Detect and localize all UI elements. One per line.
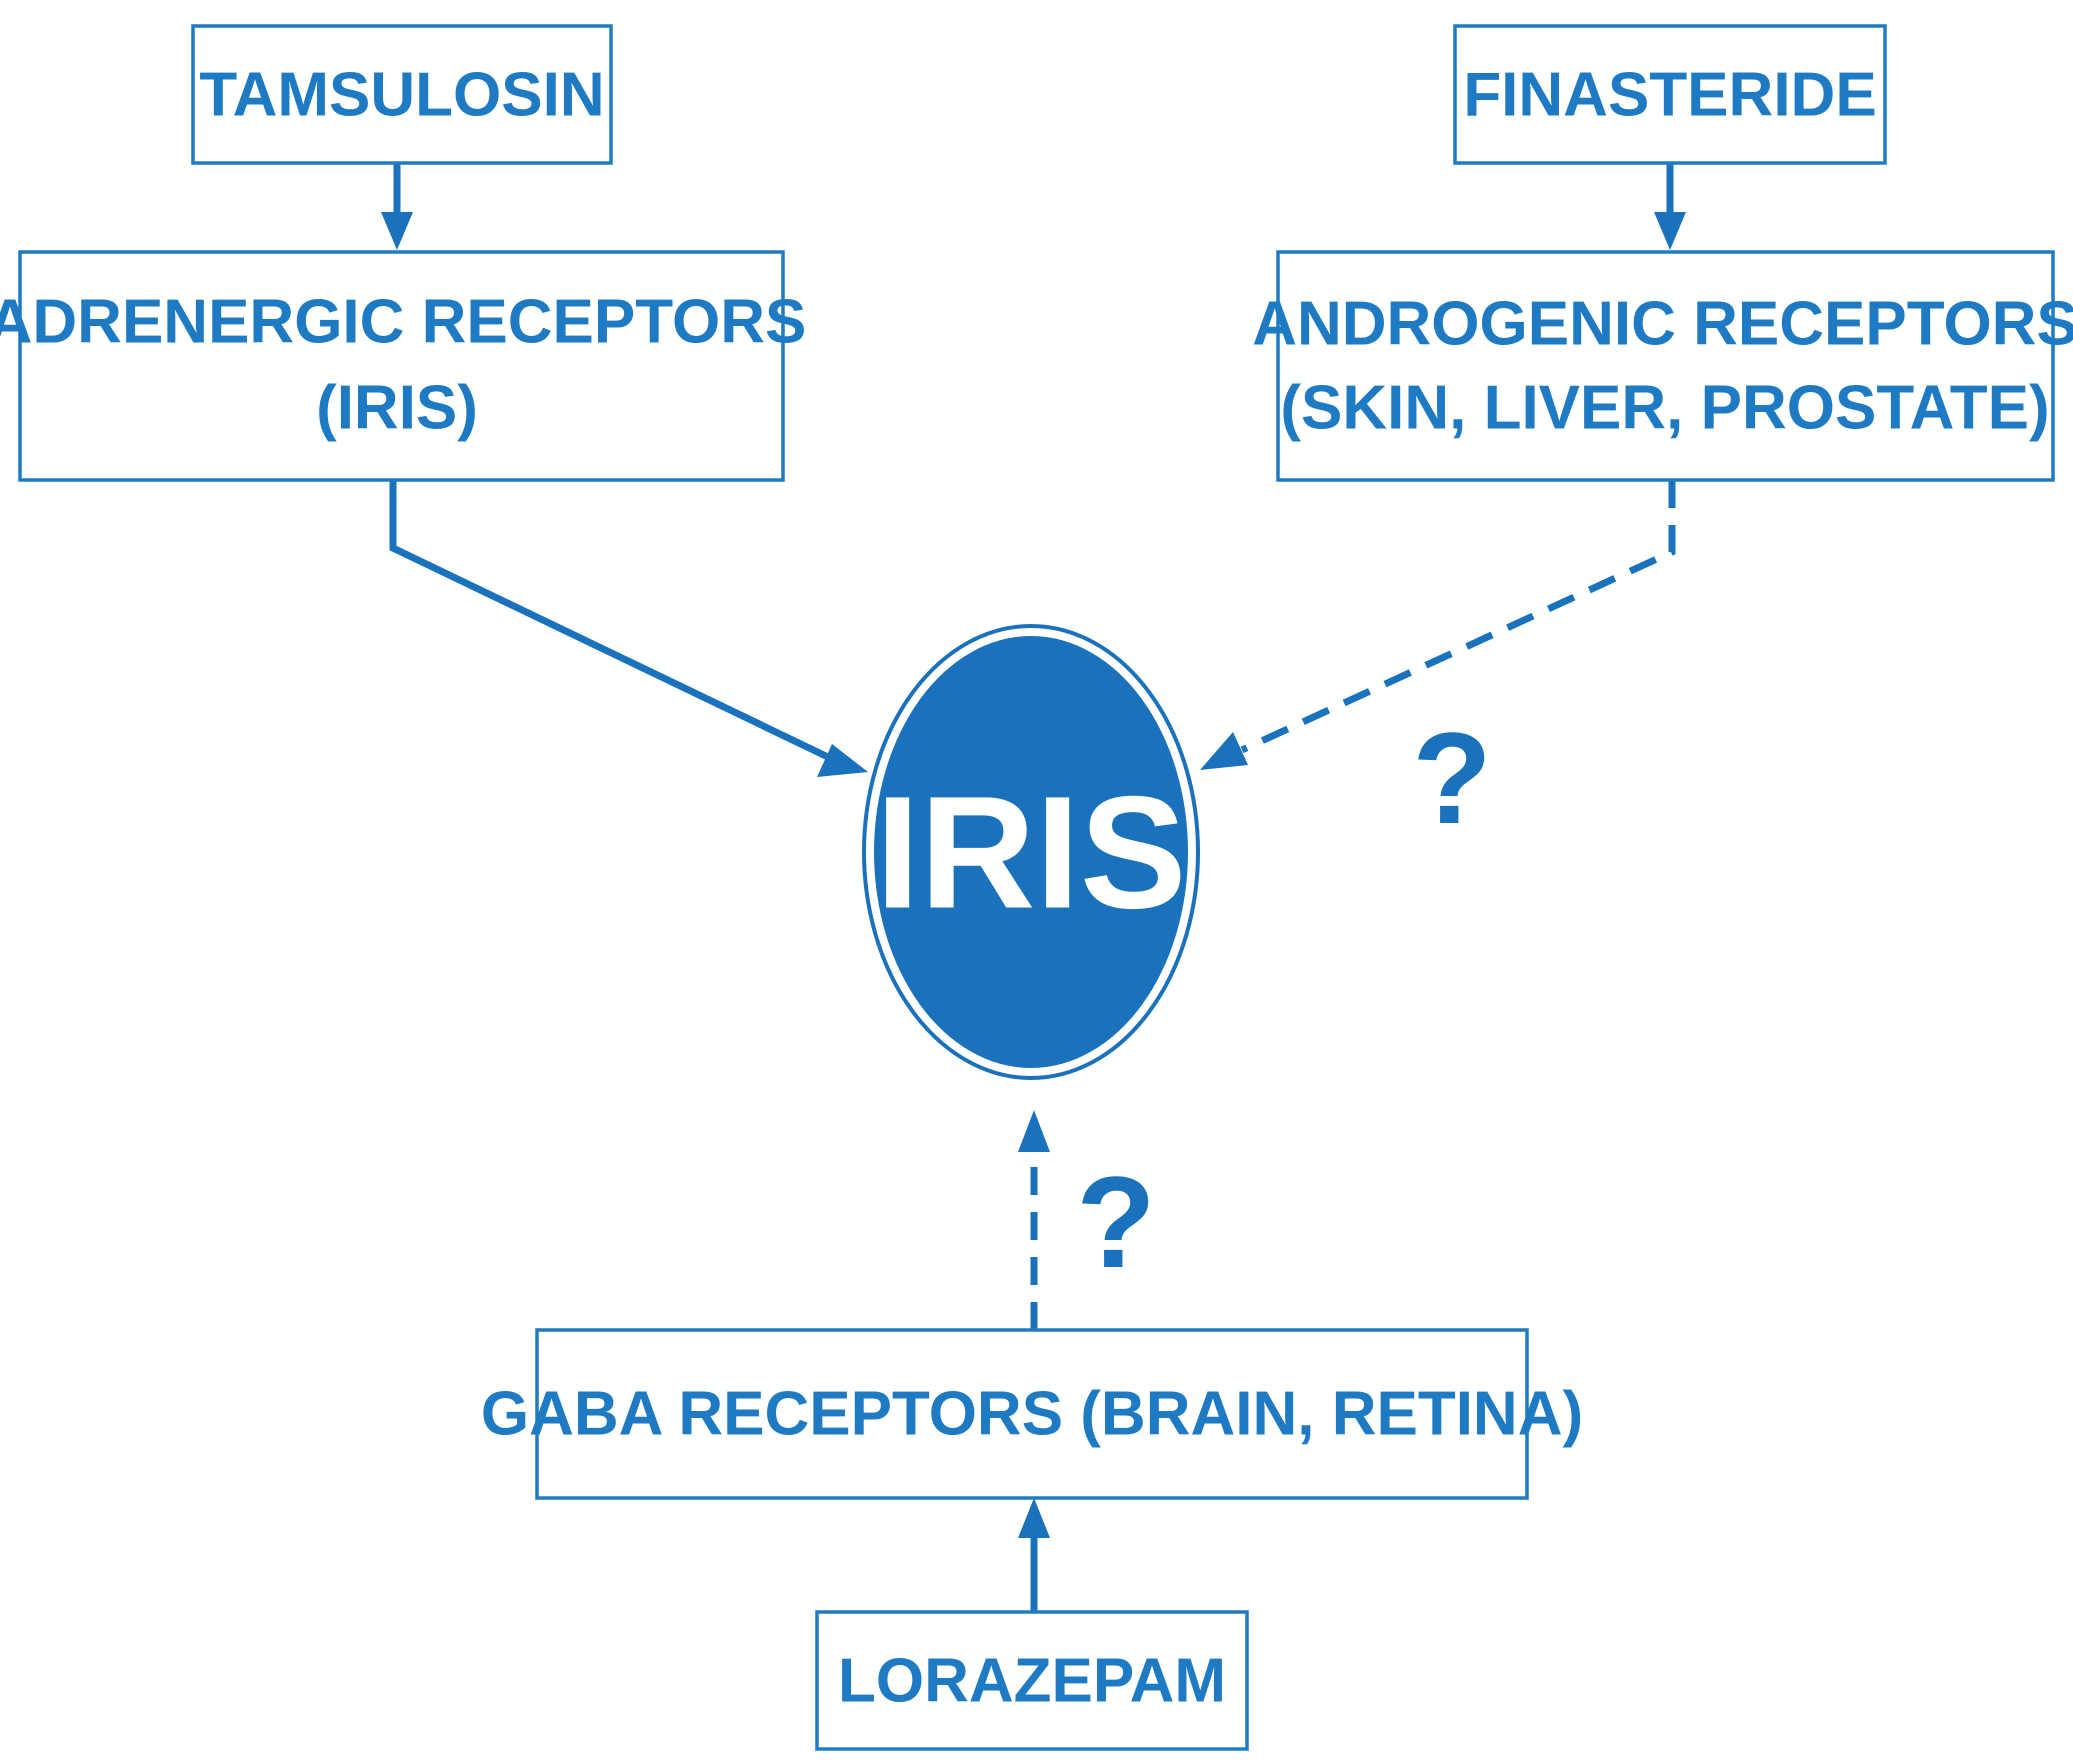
node-adrenergic-receptors: ADRENERGIC RECEPTORS (IRIS) [0, 250, 806, 482]
node-finasteride: FINASTERIDE [1453, 24, 1887, 165]
node-adrenergic-label-line1: ADRENERGIC RECEPTORS [0, 288, 806, 357]
node-iris: IRIS [862, 624, 1200, 1080]
node-tamsulosin-label: TAMSULOSIN [199, 61, 604, 130]
edge-androgenic-iris [1200, 480, 1676, 770]
edge-tamsulosin-adrenergic [381, 163, 413, 250]
node-lorazepam: LORAZEPAM [815, 1610, 1249, 1751]
uncertain-link-marker-androgenic: ? [1412, 705, 1491, 851]
node-iris-label: IRIS [875, 763, 1186, 942]
edge-finasteride-androgenic [1654, 163, 1686, 250]
uncertain-link-marker-gaba: ? [1076, 1149, 1155, 1295]
node-gaba-label: GABA RECEPTORS (BRAIN, RETINA) [481, 1380, 1583, 1449]
node-androgenic-receptors: ANDROGENIC RECEPTORS (SKIN, LIVER, PROST… [1252, 250, 2073, 482]
node-adrenergic-label-line2: (IRIS) [316, 374, 478, 443]
edge-adrenergic-iris [389, 480, 868, 777]
edge-lorazepam-gaba [1018, 1498, 1050, 1612]
node-androgenic-label-line2: (SKIN, LIVER, PROSTATE) [1280, 374, 2049, 443]
node-tamsulosin: TAMSULOSIN [191, 24, 613, 165]
edge-gaba-iris [1018, 1110, 1050, 1330]
node-androgenic-label-line1: ANDROGENIC RECEPTORS [1252, 290, 2073, 359]
node-lorazepam-label: LORAZEPAM [838, 1647, 1226, 1716]
node-finasteride-label: FINASTERIDE [1463, 61, 1876, 130]
node-gaba-receptors: GABA RECEPTORS (BRAIN, RETINA) [481, 1328, 1583, 1500]
